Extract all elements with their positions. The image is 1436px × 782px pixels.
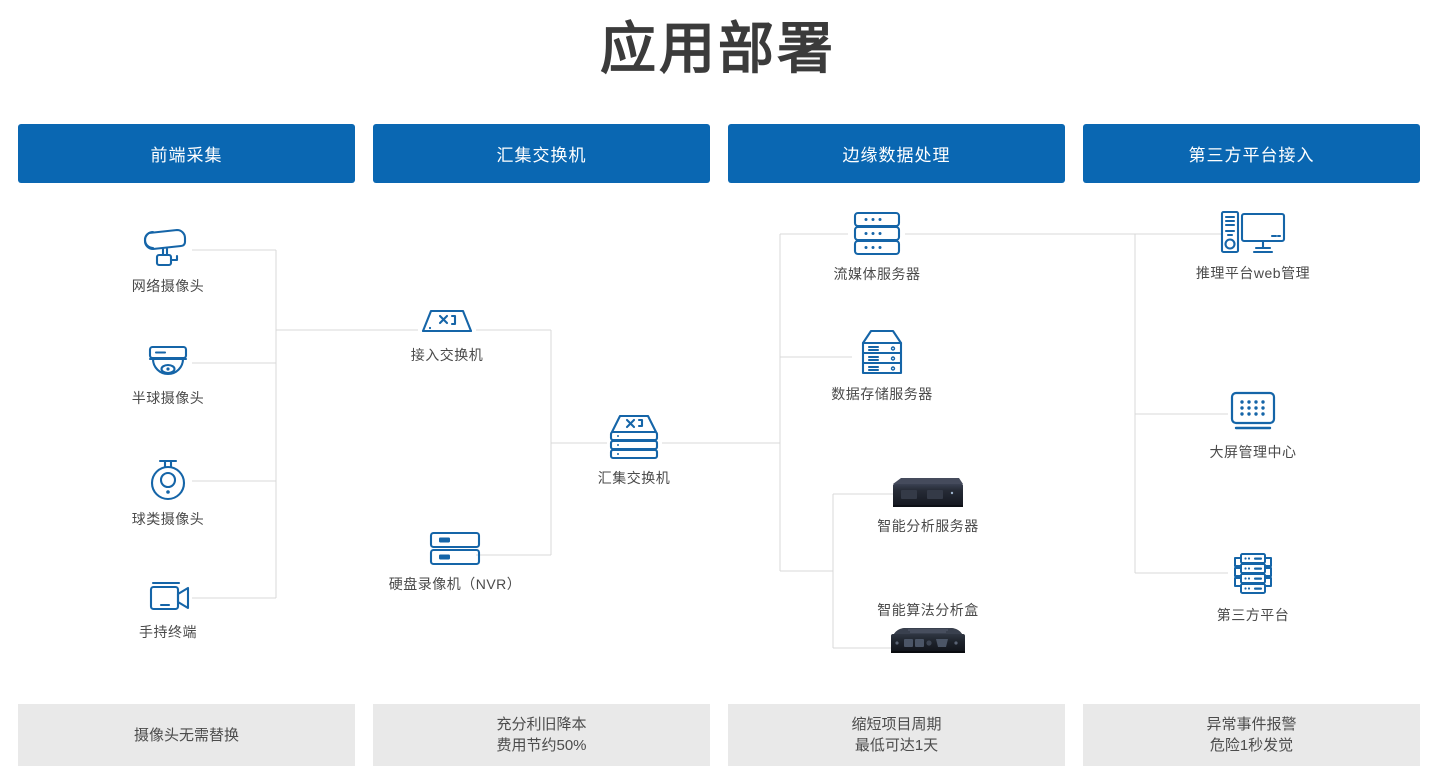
node-label: 网络摄像头 [131, 278, 205, 294]
handheld-camcorder-icon [141, 578, 195, 616]
node-label: 接入交换机 [410, 347, 484, 363]
node-dome-camera[interactable]: 半球摄像头 [68, 344, 268, 408]
footer-line-1: 异常事件报警 [1206, 716, 1297, 733]
column-header-edge-data-processing[interactable]: 边缘数据处理 [728, 124, 1065, 183]
node-ptz-camera[interactable]: 球类摄像头 [68, 457, 268, 529]
node-handheld-terminal[interactable]: 手持终端 [68, 578, 268, 642]
node-ai-algorithm-box[interactable]: 智能算法分析盒 [828, 600, 1028, 656]
node-label: 半球摄像头 [131, 390, 205, 406]
node-label: 大屏管理中心 [1209, 444, 1297, 460]
storage-server-icon [854, 328, 910, 378]
node-label: 智能算法分析盒 [877, 602, 979, 618]
video-wall-icon [1226, 390, 1280, 436]
desktop-pc-icon [1218, 209, 1288, 257]
node-aggregation-switch[interactable]: 汇集交换机 [534, 412, 734, 488]
footer-line-2: 危险1秒发觉 [1209, 737, 1294, 754]
stacked-switch-icon [605, 412, 663, 462]
page-title: 应用部署 [600, 17, 836, 80]
node-nvr[interactable]: 硬盘录像机（NVR） [355, 530, 555, 594]
footer-line-1: 摄像头无需替换 [133, 726, 239, 744]
node-data-storage-server[interactable]: 数据存储服务器 [782, 328, 982, 404]
bullet-camera-icon [141, 224, 195, 270]
node-network-camera[interactable]: 网络摄像头 [68, 224, 268, 296]
node-big-screen-center[interactable]: 大屏管理中心 [1153, 390, 1353, 462]
node-label: 智能分析服务器 [877, 518, 979, 534]
footer-benefit-1: 摄像头无需替换 [18, 704, 355, 766]
node-label: 汇集交换机 [597, 470, 671, 486]
footer-line-1: 充分利旧降本 [496, 716, 587, 733]
node-streaming-server[interactable]: 流媒体服务器 [777, 210, 977, 284]
ai-box-photo [888, 626, 968, 656]
node-label: 流媒体服务器 [833, 266, 921, 282]
node-label: 硬盘录像机（NVR） [388, 576, 522, 592]
switch-icon [418, 305, 476, 339]
node-inference-web-management[interactable]: 推理平台web管理 [1153, 209, 1353, 283]
column-header-front-end-capture[interactable]: 前端采集 [18, 124, 355, 183]
node-label: 数据存储服务器 [831, 386, 933, 402]
dome-camera-icon [141, 344, 195, 382]
column-header-third-party-platform[interactable]: 第三方平台接入 [1083, 124, 1420, 183]
nvr-icon [426, 530, 484, 568]
ai-server-photo [891, 476, 965, 510]
footer-benefit-2: 充分利旧降本 费用节约50% [373, 704, 710, 766]
footer-benefit-4: 异常事件报警 危险1秒发觉 [1083, 704, 1420, 766]
node-label: 手持终端 [139, 624, 197, 640]
column-header-aggregation-switch[interactable]: 汇集交换机 [373, 124, 710, 183]
node-label: 推理平台web管理 [1195, 265, 1311, 281]
node-label: 球类摄像头 [131, 511, 205, 527]
node-label: 第三方平台 [1216, 607, 1290, 623]
node-third-party-platform[interactable]: 第三方平台 [1153, 551, 1353, 625]
node-access-switch[interactable]: 接入交换机 [347, 305, 547, 365]
footer-line-2: 费用节约50% [496, 737, 587, 754]
footer-line-1: 缩短项目周期 [851, 716, 942, 733]
footer-line-2: 最低可达1天 [854, 737, 939, 754]
rack-server-icon [849, 210, 905, 258]
node-ai-analysis-server[interactable]: 智能分析服务器 [828, 476, 1028, 536]
footer-benefit-3: 缩短项目周期 最低可达1天 [728, 704, 1065, 766]
ptz-camera-icon [142, 457, 194, 503]
server-rack-icon [1226, 551, 1280, 599]
